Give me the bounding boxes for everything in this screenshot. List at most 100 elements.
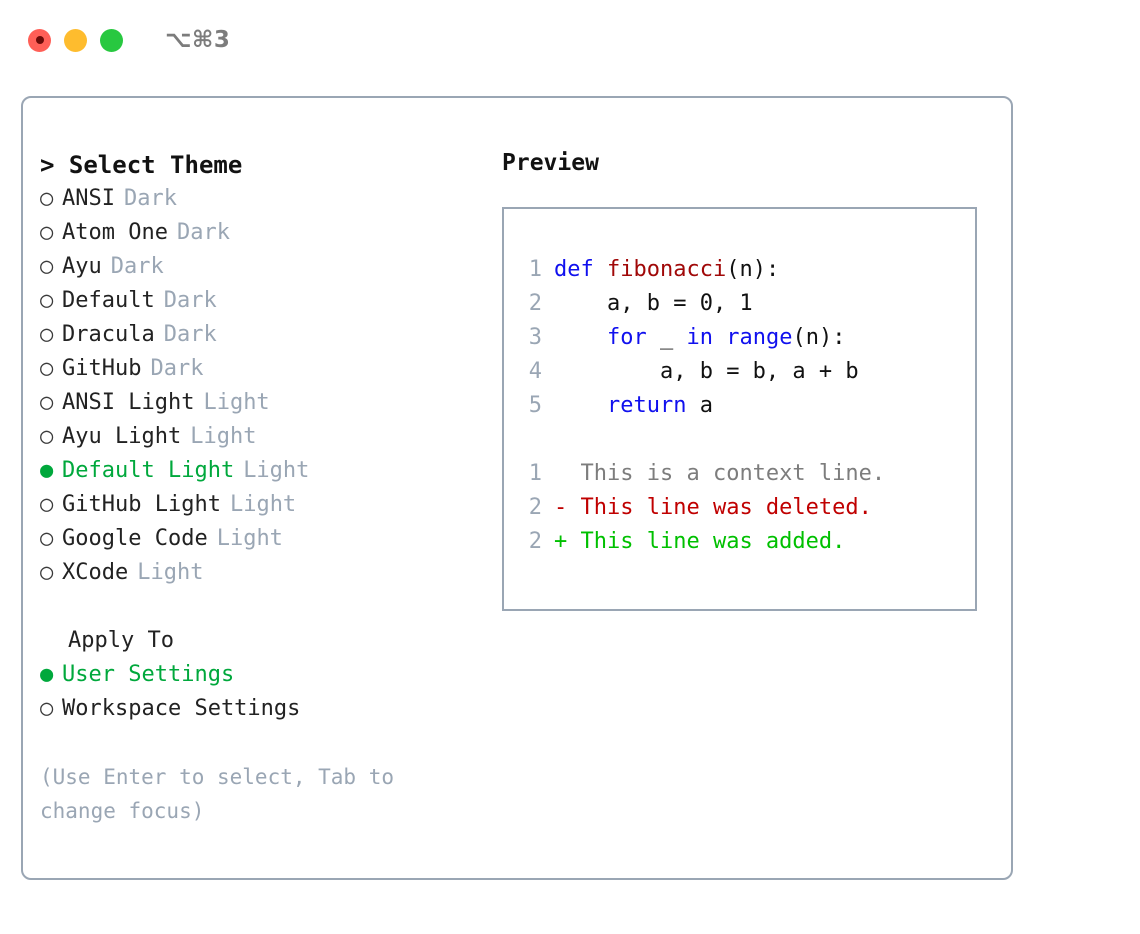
preview-heading: Preview [502,150,599,176]
radio-unselected-icon: ○ [40,696,54,721]
close-button[interactable] [28,28,51,52]
theme-name-label: ANSI Light [62,390,195,415]
radio-unselected-icon: ○ [40,424,54,449]
theme-list-item[interactable]: ○ GitHub Light Light [40,488,480,522]
title-bar: ⌥⌘3 [0,0,1140,80]
code-line-content: return a [554,389,713,423]
keyboard-shortcut-label: ⌥⌘3 [165,27,231,53]
theme-variant-tag: Light [216,526,283,551]
radio-unselected-icon: ○ [40,186,54,211]
diff-text: This is a context line. [580,461,886,486]
code-token [713,325,726,350]
code-indent [554,325,607,350]
line-number: 2 [528,291,542,316]
code-token: a, b = b, a + b [659,359,859,384]
code-line-content: for _ in range(n): [554,321,845,355]
theme-variant-tag: Dark [150,356,204,381]
apply-to-option[interactable]: ○ Workspace Settings [40,692,480,726]
code-line: 3 for _ in range(n): [520,321,975,355]
diff-line: 1 This is a context line. [520,457,975,491]
theme-name-label: Default Light [62,458,235,483]
theme-name-label: Atom One [62,220,168,245]
diff-line: 2- This line was deleted. [520,491,975,525]
code-token: in [686,325,713,350]
code-line: 1 def fibonacci(n): [520,253,975,287]
theme-name-label: Default [62,288,155,313]
theme-name-label: GitHub [62,356,142,381]
radio-unselected-icon: ○ [40,254,54,279]
line-number: 1 [528,461,542,486]
theme-variant-tag: Dark [163,288,217,313]
line-number: 1 [528,257,542,282]
theme-list-item[interactable]: ○ GitHub Dark [40,352,480,386]
line-number: 2 [528,529,542,554]
theme-name-label: ANSI [62,186,115,211]
code-token: def [554,257,607,282]
theme-variant-tag: Light [229,492,297,517]
maximize-button[interactable] [100,28,123,52]
code-token: _ [646,325,687,350]
apply-to-option[interactable]: ● User Settings [40,658,480,692]
apply-to-list[interactable]: ● User Settings ○ Workspace Settings [40,658,480,726]
line-number: 4 [528,359,542,384]
code-token: (n): [792,325,846,350]
diff-marker: + [554,529,581,554]
section-spacer [40,590,480,624]
code-line: 5 return a [520,389,975,423]
theme-list-item[interactable]: ○ Atom One Dark [40,216,480,250]
theme-variant-tag: Dark [110,254,164,279]
theme-variant-tag: Light [203,390,270,415]
theme-variant-tag: Dark [176,220,230,245]
code-token: for [606,325,647,350]
diff-line: 2 + This line was added. [520,525,975,559]
radio-unselected-icon: ○ [40,560,54,585]
theme-name-label: XCode [62,560,129,585]
theme-name-label: GitHub Light [62,492,221,517]
code-indent [554,393,607,418]
apply-to-option-label: Workspace Settings [62,696,301,721]
code-indent [554,291,607,316]
code-line: 2 a, b = 0, 1 [520,287,975,321]
theme-variant-tag: Dark [123,186,177,211]
theme-list-item[interactable]: ○ Google Code Light [40,522,480,556]
code-diff-spacer [520,423,975,457]
radio-unselected-icon: ○ [40,356,54,381]
code-token: return [606,393,687,418]
code-token: fibonacci [606,257,727,282]
apply-to-option-label: User Settings [62,662,235,687]
radio-selected-icon: ● [40,458,54,483]
radio-unselected-icon: ○ [40,220,54,245]
code-line-content: a, b = b, a + b [554,355,859,389]
radio-unselected-icon: ○ [40,288,54,313]
window-controls [28,28,123,52]
radio-unselected-icon: ○ [40,322,54,347]
diff-marker: - [554,495,581,520]
code-indent [554,359,660,384]
code-token: (n): [726,257,780,282]
radio-selected-icon: ● [40,662,54,687]
code-line-content: def fibonacci(n): [554,253,779,287]
theme-list-item[interactable]: ○ ANSI Dark [40,182,480,216]
radio-unselected-icon: ○ [40,526,54,551]
theme-name-label: Google Code [62,526,208,551]
theme-name-label: Ayu Light [62,424,182,449]
apply-to-heading: Apply To [68,628,174,653]
minimize-button[interactable] [64,28,87,52]
code-token: a, b = 0, 1 [606,291,753,316]
radio-unselected-icon: ○ [40,492,54,517]
keyboard-hint-text: (Use Enter to select, Tab to change focu… [40,765,395,823]
code-token: a [686,393,713,418]
diff-text: This line was added. [580,529,846,554]
theme-list-item[interactable]: ○ Default Dark [40,284,480,318]
line-number: 2 [528,495,542,520]
